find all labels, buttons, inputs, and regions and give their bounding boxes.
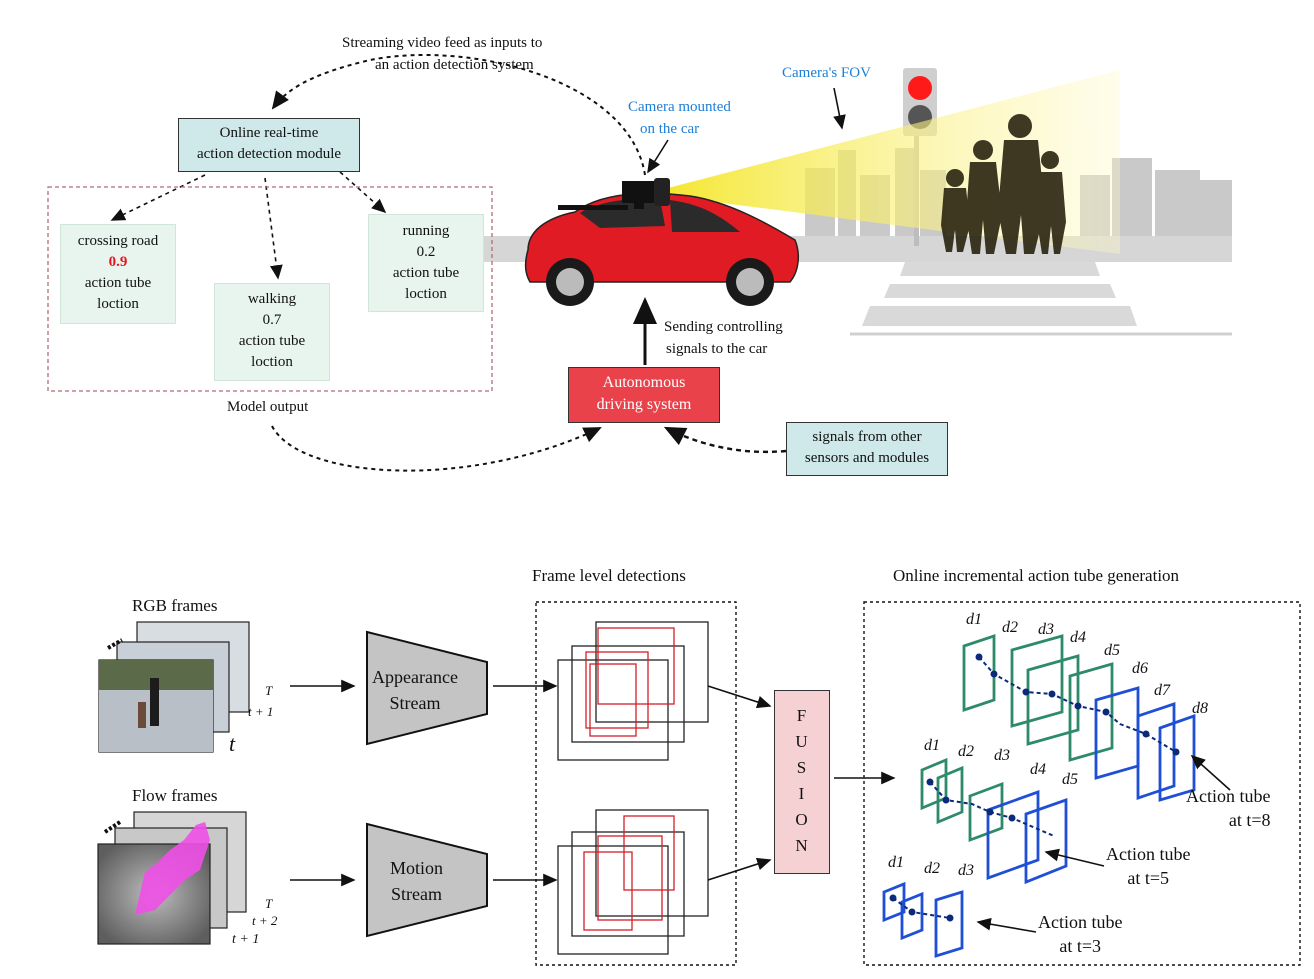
module-box-line1: Online real-time	[219, 125, 319, 141]
output-crossing-road: crossing road 0.9 action tube loction	[60, 224, 176, 324]
camera-mounted-label-line2: on the car	[640, 121, 700, 137]
action-tube-t3	[882, 881, 964, 958]
tube-t8-line2: at t=8	[1228, 810, 1271, 830]
d-label: d3	[1038, 621, 1054, 638]
d-label: d5	[1062, 771, 1078, 788]
d-label: d4	[1070, 629, 1086, 646]
d-label: d3	[958, 862, 974, 879]
red-car	[524, 192, 800, 306]
flow-frame-stack	[97, 811, 247, 945]
tube-t5-line1: Action tube	[1106, 844, 1191, 864]
autonomous-box-line2: driving system	[596, 396, 692, 413]
flow-detections	[557, 809, 709, 955]
rgb-t-label: t	[229, 731, 236, 756]
module-box-line2: action detection module	[196, 146, 342, 162]
autonomous-box-line1: Autonomous	[602, 374, 686, 391]
tube-t5-caption: Action tube at t=5	[1106, 842, 1190, 890]
fusion-letter: U	[795, 732, 809, 751]
output-score: 0.9	[108, 254, 128, 270]
output-location-label: loction	[251, 354, 293, 370]
rgb-T-label: T	[265, 683, 273, 698]
fusion-box: F U S I O N	[774, 690, 830, 874]
output-tube-label: action tube	[392, 265, 460, 281]
rgb-t1-label: t + 1	[248, 704, 274, 719]
motion-stream-label: Motion Stream	[390, 855, 443, 907]
tube-t5-line2: at t=5	[1127, 868, 1170, 888]
flow-t1-label: t + 1	[232, 932, 260, 947]
appearance-stream-line2: Stream	[389, 693, 441, 713]
d-label: d1	[924, 737, 940, 754]
camera-mounted-label-line1: Camera mounted	[628, 99, 731, 115]
output-tube-label: action tube	[84, 275, 152, 291]
output-score: 0.2	[416, 244, 436, 260]
fusion-letter: N	[795, 836, 809, 855]
output-score: 0.7	[262, 312, 282, 328]
d-label: d1	[966, 611, 982, 628]
flow-t2-label: t + 2	[252, 913, 278, 928]
output-walking: walking 0.7 action tube loction	[214, 283, 330, 381]
motion-stream-line2: Stream	[391, 884, 442, 904]
pedestrians-silhouette	[941, 114, 1066, 254]
streaming-label-line2: an action detection system	[375, 57, 534, 73]
appearance-stream-line1: Appearance	[372, 667, 458, 687]
motion-stream-shape	[366, 822, 488, 938]
appearance-stream-shape	[366, 630, 488, 746]
d-label: d4	[1030, 761, 1046, 778]
streaming-label-line1: Streaming video feed as inputs to	[342, 35, 543, 51]
tube-t3-line1: Action tube	[1038, 912, 1123, 932]
camera-fov-label: Camera's FOV	[782, 65, 871, 81]
motion-stream-line1: Motion	[390, 858, 444, 878]
fusion-letter: S	[796, 758, 808, 777]
tube-t3-line2: at t=3	[1059, 936, 1102, 956]
frame-level-region	[535, 601, 737, 966]
rgb-frame-stack	[98, 621, 250, 753]
tube-t3-caption: Action tube at t=3	[1038, 910, 1122, 958]
sending-signals-line1: Sending controlling	[664, 319, 783, 335]
tube-t8-line1: Action tube	[1186, 786, 1271, 806]
output-running: running 0.2 action tube loction	[368, 214, 484, 312]
action-tube-t8	[962, 634, 1196, 802]
model-output-label: Model output	[227, 399, 309, 415]
output-action-label: crossing road	[77, 233, 159, 249]
zebra-crossing	[862, 262, 1137, 326]
sending-signals-line2: signals to the car	[666, 341, 768, 357]
d-label: d5	[1104, 642, 1120, 659]
signals-from-sensors-box: signals from other sensors and modules	[786, 422, 948, 476]
d-label: d2	[924, 860, 940, 877]
fusion-letter: F	[796, 706, 808, 725]
output-location-label: loction	[405, 286, 447, 302]
action-detection-module-box: Online real-time action detection module	[178, 118, 360, 172]
output-tube-label: action tube	[238, 333, 306, 349]
online-tube-generation-title: Online incremental action tube generatio…	[893, 566, 1180, 585]
d-label: d1	[888, 854, 904, 871]
rgb-detections	[557, 621, 709, 761]
output-action-label: running	[402, 223, 450, 239]
signals-box-line2: sensors and modules	[804, 450, 930, 466]
output-location-label: loction	[97, 296, 139, 312]
frame-level-detections-title: Frame level detections	[532, 566, 686, 585]
d-label: d2	[1002, 619, 1018, 636]
action-tube-t5	[920, 757, 1068, 885]
fusion-letter: I	[798, 784, 806, 803]
autonomous-driving-box: Autonomous driving system	[568, 367, 720, 423]
d-label: d2	[958, 743, 974, 760]
model-output-region	[47, 186, 493, 392]
tube-t8-caption: Action tube at t=8	[1186, 784, 1270, 832]
flow-frames-label: Flow frames	[132, 786, 218, 805]
d-label: d6	[1132, 660, 1148, 677]
fusion-letter: O	[795, 810, 809, 829]
signals-box-line1: signals from other	[812, 429, 922, 445]
d-label: d7	[1154, 682, 1170, 699]
d-label: d3	[994, 747, 1010, 764]
rgb-frames-label: RGB frames	[132, 596, 218, 615]
d-label: d8	[1192, 700, 1208, 717]
camera-icon	[622, 178, 670, 209]
flow-T-label: T	[265, 896, 273, 911]
appearance-stream-label: Appearance Stream	[372, 664, 458, 716]
output-action-label: walking	[247, 291, 297, 307]
tube-generation-region	[863, 601, 1301, 966]
